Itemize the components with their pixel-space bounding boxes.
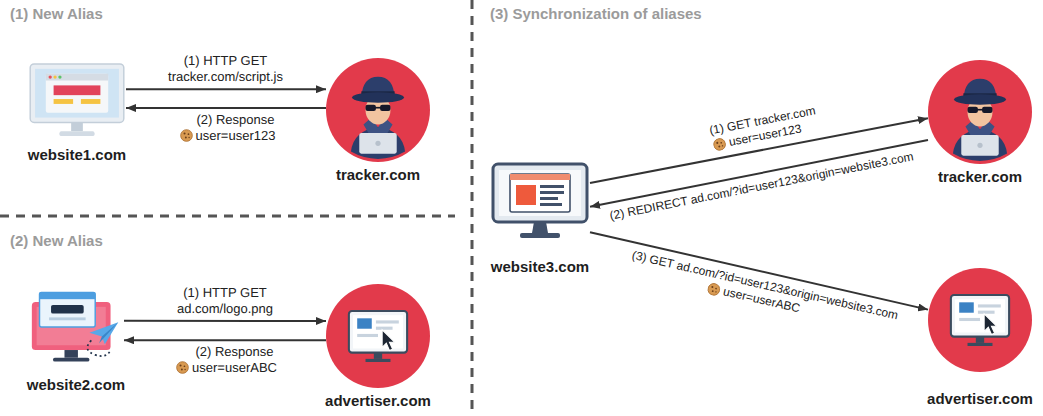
browser-monitor-icon-art (32, 292, 118, 361)
browser-monitor-icon-art (493, 164, 587, 238)
section-title: (1) New Alias (10, 5, 103, 23)
advertiser-avatar-icon-art (928, 268, 1032, 372)
request-arrow (126, 107, 326, 109)
cookie-icon (706, 282, 722, 298)
vertical-divider (471, 0, 474, 416)
edge-label: (2) Response user=userABC (153, 344, 296, 376)
edge-label: (1) HTTP GET ad.com/logo.png (166, 285, 284, 317)
cookie-icon-art (180, 130, 192, 142)
edge-label: (1) GET tracker.com user=user123 (684, 102, 825, 157)
browser-monitor-icon (28, 62, 126, 140)
advertiser-avatar: advertiser.com (928, 268, 1032, 372)
node-label: tracker.com (938, 168, 1022, 186)
tracker-avatar: tracker.com (928, 60, 1032, 164)
horizontal-divider (0, 215, 455, 218)
browser-monitor-icon (28, 288, 124, 366)
browser-monitor: website3.com (490, 160, 590, 242)
browser-monitor: website2.com (28, 288, 124, 366)
advertiser-avatar: advertiser.com (326, 284, 430, 388)
tracker-avatar-icon (326, 58, 430, 162)
browser-monitor-icon-art (30, 64, 124, 136)
request-arrow (124, 339, 326, 341)
request-arrow (126, 88, 326, 90)
cookie-icon-art (176, 362, 188, 374)
cookie-icon-art (707, 282, 721, 296)
tracker-avatar: tracker.com (326, 58, 430, 162)
advertiser-avatar-icon-art (326, 284, 430, 388)
section-title: (3) Synchronization of aliases (490, 5, 702, 23)
node-label: advertiser.com (927, 390, 1033, 408)
browser-monitor: website1.com (28, 62, 126, 140)
edge-label: (2) Response user=user123 (154, 112, 297, 144)
tracker-avatar-icon-art (326, 58, 430, 162)
node-label: website2.com (27, 376, 125, 394)
node-label: tracker.com (336, 166, 420, 184)
section-title: (2) New Alias (10, 232, 103, 250)
edge-label: (1) HTTP GET tracker.com/script.js (163, 53, 288, 85)
request-arrow (124, 320, 326, 322)
edge-label: (2) REDIRECT ad.com/?id=user123&origin=w… (609, 149, 915, 224)
tracker-avatar-icon-art (928, 60, 1032, 164)
node-label: website1.com (28, 146, 126, 164)
tracker-avatar-icon (928, 60, 1032, 164)
node-label: website3.com (491, 258, 589, 276)
browser-monitor-icon (490, 160, 590, 242)
advertiser-avatar-icon (928, 268, 1032, 372)
cookie-icon (179, 129, 192, 142)
cookie-icon (712, 136, 727, 151)
cookie-icon (176, 361, 189, 374)
node-label: advertiser.com (325, 392, 431, 410)
advertiser-avatar-icon (326, 284, 430, 388)
cookie-icon-art (713, 137, 727, 151)
request-arrow (590, 140, 928, 207)
edge-label: (3) GET ad.com/?id=user123&origin=websit… (603, 243, 905, 340)
